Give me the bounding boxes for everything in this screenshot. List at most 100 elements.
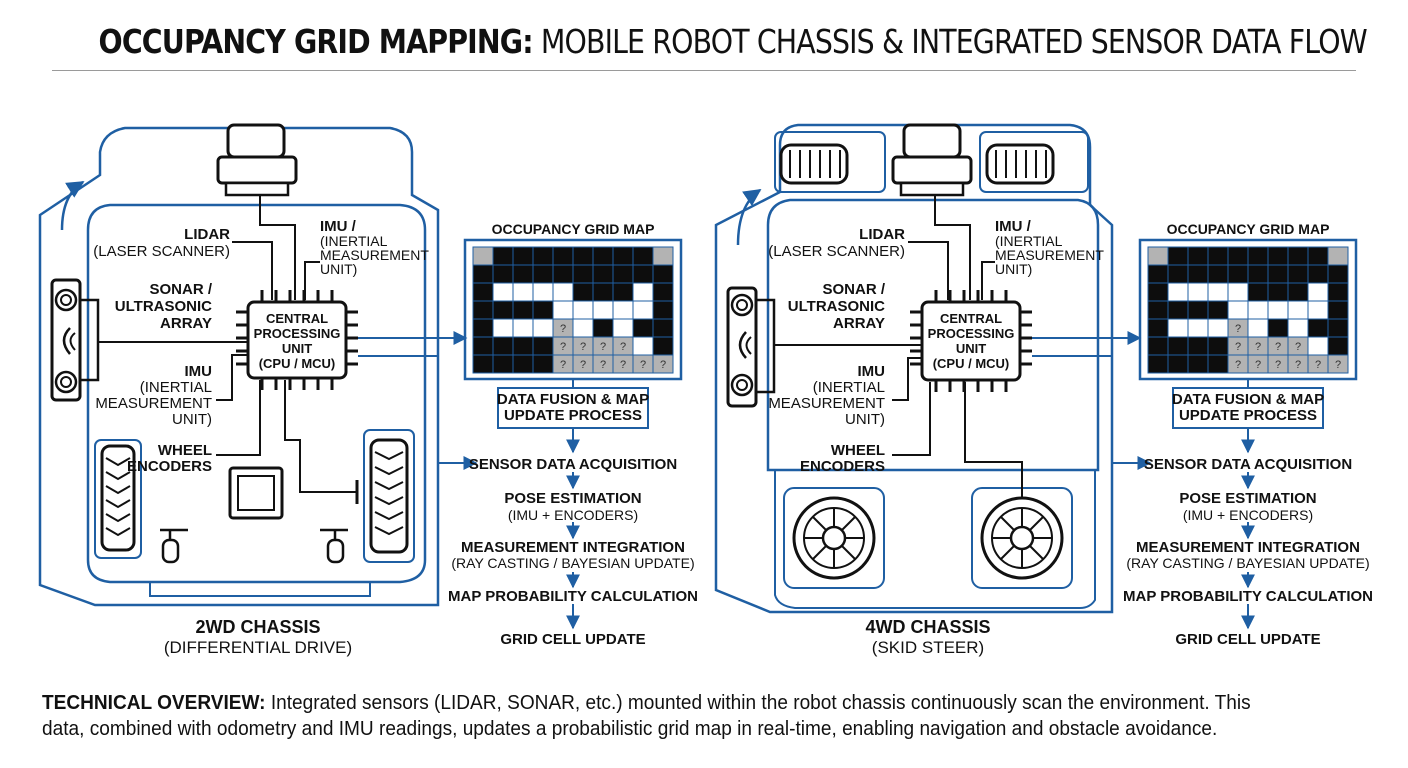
step-pose-estimation: POSE ESTIMATION (504, 490, 641, 507)
label-sonar-1: SONAR / (149, 281, 212, 298)
grid-cell (492, 264, 514, 284)
panel-2wd: ??????????? OCCUPANCY GRID MAP DATA FUSI… (38, 123, 698, 657)
grid-cell (1307, 282, 1329, 302)
grid-cell (1227, 300, 1249, 320)
grid-cell (592, 318, 614, 338)
unknown-cell-mark: ? (1315, 359, 1321, 371)
grid-cell (1247, 264, 1269, 284)
occupancy-grid-2wd: ??????????? (472, 246, 674, 374)
cpu-label-1: CENTRAL (940, 311, 1002, 326)
grid-cell (1147, 246, 1169, 266)
unknown-cell-mark: ? (1335, 359, 1341, 371)
cpu-label-3: UNIT (956, 341, 986, 356)
fusion-box-line2: UPDATE PROCESS (1179, 407, 1317, 424)
label-imu-sub1: (INERTIAL (813, 379, 885, 396)
grid-cell (592, 300, 614, 320)
grid-cell (1327, 264, 1349, 284)
chassis-lower-frame (774, 469, 1096, 609)
grid-cell (472, 336, 494, 356)
label-sonar-3: ARRAY (833, 315, 885, 332)
label-imu-top-sub2: MEASUREMENT (320, 247, 429, 263)
step-pose-estimation: POSE ESTIMATION (1179, 490, 1316, 507)
step-measurement-integration: MEASUREMENT INTEGRATION (461, 539, 685, 556)
grid-cell (652, 282, 674, 302)
step-grid-cell-update: GRID CELL UPDATE (1175, 631, 1320, 648)
title-divider (52, 70, 1356, 71)
grid-cell (1307, 264, 1329, 284)
label-lidar-title: LIDAR (184, 226, 230, 243)
grid-cell (1327, 336, 1349, 356)
unknown-cell-mark: ? (560, 341, 566, 353)
unknown-cell-mark: ? (1295, 359, 1301, 371)
right-drive-wheel (363, 429, 415, 563)
direction-arrow (736, 188, 762, 246)
grid-cell (532, 264, 554, 284)
grid-cell (632, 336, 654, 356)
cpu-to-pipeline-arrow (1032, 355, 1152, 470)
grid-cell (472, 318, 494, 338)
chassis-outer-shell (38, 126, 440, 607)
overview-line-2: data, combined with odometry and IMU rea… (42, 717, 1218, 740)
grid-cell (1167, 282, 1189, 302)
grid-cell (1267, 318, 1289, 338)
title-rest: MOBILE ROBOT CHASSIS & INTEGRATED SENSOR… (540, 22, 1368, 61)
overview-text-1: Integrated sensors (LIDAR, SONAR, etc.) … (270, 691, 1251, 714)
step-pose-estimation-sub: (IMU + ENCODERS) (508, 507, 638, 523)
grid-cell (1167, 246, 1189, 266)
label-imu-sub3: UNIT) (172, 411, 212, 428)
grid-cell (492, 282, 514, 302)
grid-cell (652, 354, 674, 374)
grid-cell (572, 282, 594, 302)
grid-cell (492, 246, 514, 266)
grid-cell (1307, 300, 1329, 320)
left-caster (160, 528, 188, 564)
grid-cell (1307, 318, 1329, 338)
label-imu-sub2: MEASUREMENT (768, 395, 885, 412)
grid-cell (1247, 318, 1269, 338)
grid-cell (1327, 354, 1349, 374)
battery-module (228, 466, 284, 520)
grid-cell (1167, 264, 1189, 284)
grid-cell (612, 282, 634, 302)
cpu-label-2: PROCESSING (254, 326, 341, 341)
panel-4wd: ??????????? OCCUPANCY GRID MAP DATA FUSI… (714, 123, 1373, 657)
rear-right-wheel (971, 487, 1073, 589)
grid-cell (472, 264, 494, 284)
grid-cell (1207, 318, 1229, 338)
grid-cell (532, 246, 554, 266)
lidar-sensor (891, 123, 973, 197)
fusion-box (497, 387, 649, 429)
grid-cell (512, 282, 534, 302)
grid-cell (1187, 300, 1209, 320)
unknown-cell-mark: ? (580, 341, 586, 353)
grid-cell (1167, 300, 1189, 320)
grid-cell (1267, 264, 1289, 284)
sonar-array (50, 278, 100, 402)
grid-cell (632, 246, 654, 266)
grid-cell (532, 282, 554, 302)
grid-cell (1147, 318, 1169, 338)
grid-cell (592, 282, 614, 302)
grid-cell (552, 246, 574, 266)
grid-cell (652, 336, 674, 356)
step-pose-estimation-sub: (IMU + ENCODERS) (1183, 507, 1313, 523)
unknown-cell-mark: ? (1275, 359, 1281, 371)
caption-title: 4WD CHASSIS (865, 617, 990, 637)
grid-cell (632, 264, 654, 284)
grid-cell (512, 354, 534, 374)
caption-sub: (SKID STEER) (872, 638, 984, 657)
grid-cell (1147, 264, 1169, 284)
grid-cell (492, 354, 514, 374)
grid-cell (1327, 282, 1349, 302)
grid-cell (1227, 246, 1249, 266)
grid-cell (612, 246, 634, 266)
grid-cell (1187, 318, 1209, 338)
unknown-cell-mark: ? (1235, 359, 1241, 371)
step-measurement-integration-sub: (RAY CASTING / BAYESIAN UPDATE) (1126, 555, 1369, 571)
right-caster (320, 528, 348, 564)
unknown-cell-mark: ? (620, 359, 626, 371)
grid-cell (1327, 318, 1349, 338)
chassis-inner-plate (86, 203, 427, 584)
grid-cell (512, 264, 534, 284)
fusion-box-line1: DATA FUSION & MAP (497, 391, 649, 408)
